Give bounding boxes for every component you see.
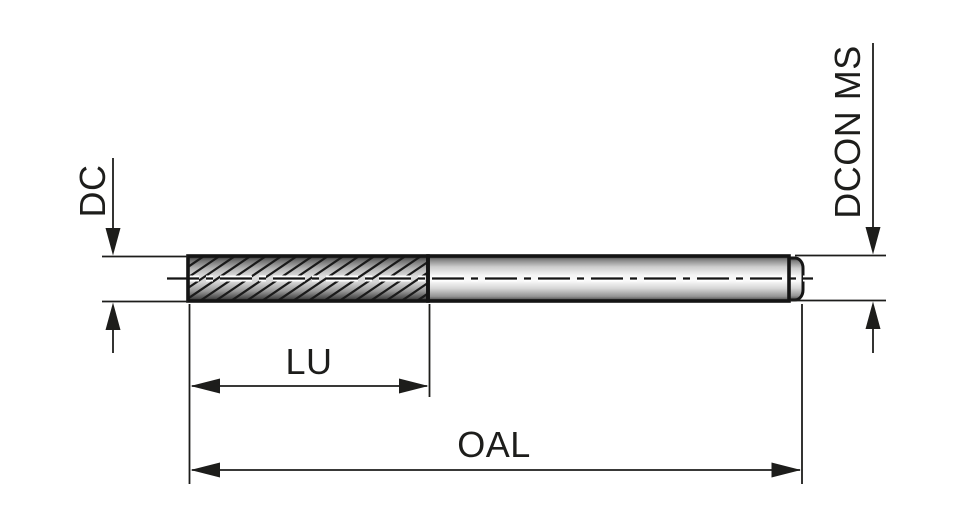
oal-arrow-right-icon [771,462,801,478]
oal-arrow-left-icon [190,462,220,478]
dim-oal [190,304,803,484]
dcon-arrow-down-icon [865,227,881,255]
dim-dcon-ms [790,43,886,353]
dc-arrow-up-icon [105,302,121,330]
dc-arrow-down-icon [105,228,121,256]
lu-arrow-left-icon [190,378,220,394]
dcon-ms-label: DCON MS [827,45,868,219]
lu-label: LU [285,341,333,382]
dc-label: DC [72,164,113,218]
lu-arrow-right-icon [399,378,429,394]
dim-dc [102,158,188,353]
dcon-arrow-up-icon [865,301,881,329]
dim-lu [188,304,431,484]
oal-label: OAL [457,424,531,465]
tool-outline [186,254,791,303]
